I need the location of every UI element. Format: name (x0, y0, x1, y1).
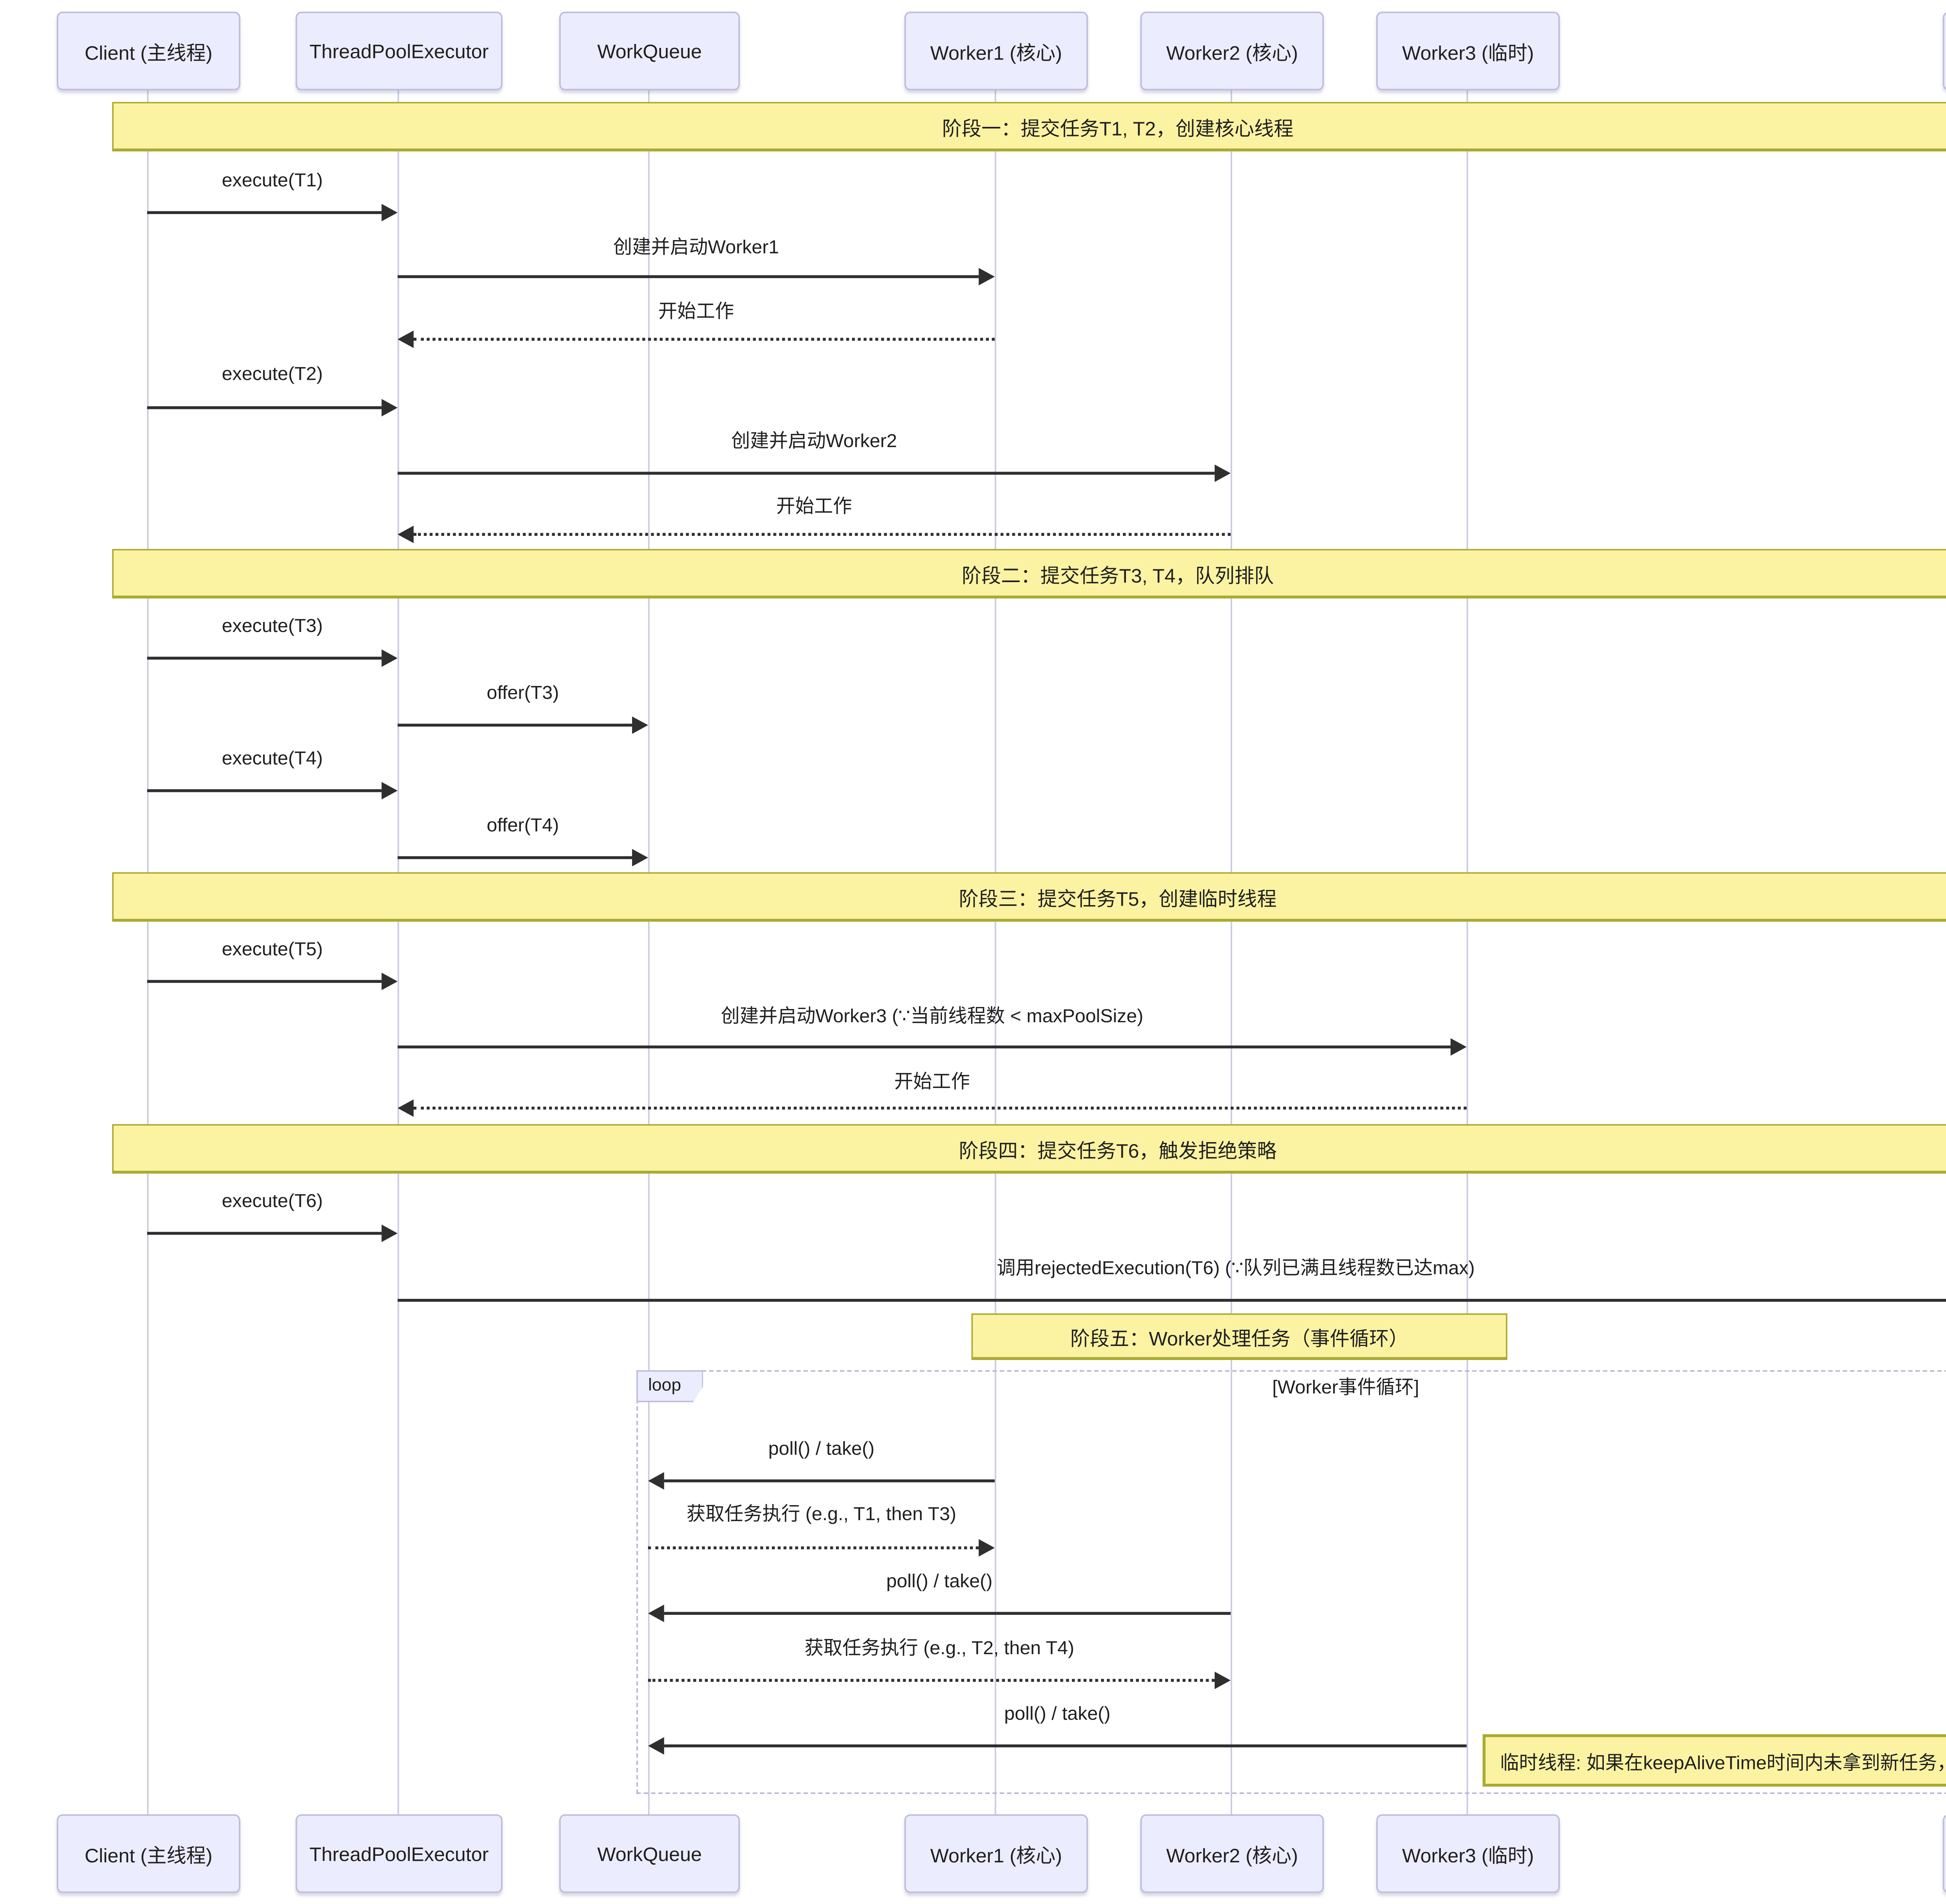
arrowhead-right-icon (1451, 1038, 1467, 1056)
actor-top-executor: ThreadPoolExecutor (295, 11, 502, 91)
message-label: 创建并启动Worker1 (613, 236, 779, 258)
message-line (413, 1106, 1467, 1110)
arrowhead-right-icon (978, 1539, 995, 1557)
message-line (413, 338, 995, 341)
message-label: poll() / take() (1004, 1702, 1111, 1724)
phase-banner-4: 阶段四：提交任务T6，触发拒绝策略 (112, 1124, 1946, 1174)
message-label: 开始工作 (658, 300, 734, 322)
message-label: 获取任务执行 (e.g., T2, then T4) (804, 1637, 1075, 1659)
message-line (664, 1479, 995, 1483)
actor-top-client: Client (主线程) (56, 11, 241, 91)
message-line (397, 1045, 1451, 1049)
message-label: poll() / take() (768, 1437, 875, 1459)
actor-top-queue: WorkQueue (559, 11, 740, 91)
arrowhead-right-icon (632, 716, 648, 734)
lifeline-worker3 (1467, 87, 1468, 1815)
actor-top-worker1: Worker1 (核心) (904, 11, 1088, 91)
message-label: 开始工作 (776, 495, 852, 517)
actor-top-handler: RejectedExecutionHandler (1942, 11, 1946, 91)
arrowhead-left-icon (648, 1737, 664, 1755)
actor-top-worker3: Worker3 (临时) (1376, 11, 1560, 91)
note-keepalive: 临时线程: 如果在keepAliveTime时间内未拿到新任务，将被回收 (1482, 1734, 1946, 1787)
actor-bottom-queue: WorkQueue (559, 1814, 740, 1893)
arrowhead-right-icon (381, 399, 398, 417)
arrowhead-left-icon (648, 1472, 664, 1490)
loop-fragment (636, 1370, 1946, 1794)
message-line (147, 980, 382, 983)
message-line (397, 856, 632, 859)
arrowhead-left-icon (648, 1604, 664, 1622)
message-label: 开始工作 (894, 1070, 970, 1092)
lifeline-worker2 (1230, 87, 1232, 1815)
actor-top-worker2: Worker2 (核心) (1140, 11, 1324, 91)
actor-bottom-worker1: Worker1 (核心) (904, 1814, 1088, 1893)
arrowhead-left-icon (397, 330, 414, 348)
message-line (397, 1299, 1946, 1302)
message-line (413, 533, 1231, 536)
lifeline-executor (397, 87, 399, 1815)
message-label: execute(T6) (221, 1190, 323, 1212)
message-line (147, 789, 382, 792)
loop-condition-label: [Worker事件循环] (1272, 1376, 1419, 1398)
arrowhead-right-icon (1214, 1671, 1231, 1689)
phase-banner-3: 阶段三：提交任务T5，创建临时线程 (112, 872, 1946, 922)
message-label: execute(T5) (221, 937, 323, 960)
message-line (664, 1744, 1467, 1748)
actor-bottom-worker2: Worker2 (核心) (1140, 1814, 1324, 1893)
message-label: execute(T2) (221, 362, 323, 384)
message-line (147, 656, 382, 660)
message-label: execute(T3) (221, 614, 323, 637)
message-label: poll() / take() (886, 1569, 993, 1592)
message-line (147, 406, 382, 409)
lifeline-worker1 (994, 87, 996, 1815)
message-label: execute(T4) (221, 747, 323, 769)
arrowhead-right-icon (1214, 464, 1231, 482)
arrowhead-right-icon (632, 849, 648, 867)
lifeline-queue (648, 87, 650, 1815)
message-label: offer(T3) (486, 681, 559, 704)
arrowhead-right-icon (381, 1225, 398, 1242)
arrowhead-left-icon (397, 525, 414, 543)
message-line (648, 1679, 1215, 1682)
loop-fragment-label: loop (636, 1370, 703, 1402)
message-line (397, 472, 1215, 475)
message-line (664, 1612, 1231, 1615)
message-label: 获取任务执行 (e.g., T1, then T3) (687, 1502, 956, 1525)
message-line (397, 275, 979, 278)
message-line (147, 1232, 382, 1235)
phase-banner-2: 阶段二：提交任务T3, T4，队列排队 (112, 549, 1946, 598)
lifeline-client (147, 87, 149, 1815)
arrowhead-right-icon (381, 972, 398, 990)
arrowhead-right-icon (381, 649, 398, 667)
arrowhead-right-icon (381, 782, 398, 800)
message-label: 创建并启动Worker2 (731, 429, 897, 452)
arrowhead-right-icon (381, 204, 398, 221)
actor-bottom-handler: RejectedExecutionHandler (1942, 1814, 1946, 1893)
message-label: 调用rejectedExecution(T6) (∵队列已满且线程数已达max) (996, 1256, 1475, 1279)
phase-banner-1: 阶段一：提交任务T1, T2，创建核心线程 (112, 102, 1946, 152)
message-line (397, 723, 632, 727)
actor-bottom-executor: ThreadPoolExecutor (295, 1814, 502, 1893)
actor-bottom-worker3: Worker3 (临时) (1376, 1814, 1560, 1893)
message-line (648, 1546, 979, 1550)
arrowhead-left-icon (397, 1099, 414, 1117)
phase-banner-5: 阶段五：Worker处理任务（事件循环） (971, 1313, 1507, 1360)
message-label: offer(T4) (486, 814, 559, 836)
message-label: 创建并启动Worker3 (∵当前线程数 < maxPoolSize) (721, 1004, 1143, 1027)
message-line (147, 211, 382, 214)
actor-bottom-client: Client (主线程) (56, 1814, 241, 1893)
message-label: execute(T1) (221, 169, 323, 191)
arrowhead-right-icon (978, 268, 995, 286)
